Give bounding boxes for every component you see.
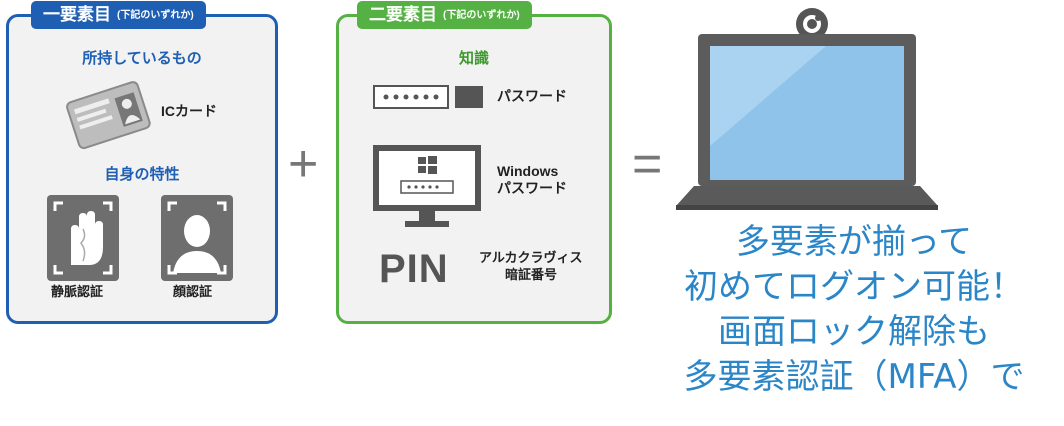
vein-hand-icon — [47, 195, 119, 281]
windows-password-label: Windows パスワード — [497, 163, 567, 197]
second-factor-tab: 二要素目 (下記のいずれか) — [357, 1, 532, 29]
first-factor-tab: 一要素目 (下記のいずれか) — [31, 1, 206, 29]
password-field-icon — [373, 85, 483, 109]
face-label: 顔認証 — [173, 284, 213, 299]
equals-sign: = — [632, 135, 663, 193]
vein-label: 静脈認証 — [51, 284, 104, 299]
pin-label-line1: アルカクラヴィス — [479, 250, 583, 265]
plus-sign: + — [288, 135, 319, 193]
caption-line1: 多要素が揃って — [735, 222, 973, 262]
windows-monitor-icon — [373, 145, 481, 227]
second-factor-note: (下記のいずれか) — [443, 10, 520, 21]
pin-label-line2: 暗証番号 — [505, 267, 558, 282]
first-factor-title: 一要素目 — [43, 5, 111, 24]
caption-line4: 多要素認証（MFA）で — [683, 357, 1025, 397]
windows-password-line2: パスワード — [497, 180, 567, 196]
face-icon — [161, 195, 233, 281]
caption-line2: 初めてログオン可能！ — [684, 267, 1024, 307]
ic-card-label: ICカード — [161, 103, 217, 119]
inherence-heading: 自身の特性 — [104, 166, 180, 183]
possession-heading: 所持しているもの — [82, 50, 202, 67]
second-factor-panel: 二要素目 (下記のいずれか) 知識 パスワード Windows パスワード PIN… — [336, 1, 612, 324]
laptop-icon — [676, 8, 938, 210]
first-factor-panel: 一要素目 (下記のいずれか) 所持しているもの ICカード 自身の特性 静脈認証 — [6, 1, 278, 324]
first-factor-note: (下記のいずれか) — [117, 10, 194, 21]
pin-text: PIN — [379, 247, 449, 291]
caption: 多要素が揃って 初めてログオン可能！ 画面ロック解除も 多要素認証（MFA）で — [652, 220, 1056, 400]
pin-label: アルカクラヴィス 暗証番号 — [479, 249, 582, 283]
caption-line3: 画面ロック解除も — [718, 312, 990, 352]
ic-card-icon — [66, 81, 151, 150]
windows-password-line1: Windows — [497, 163, 559, 179]
password-label: パスワード — [497, 88, 567, 104]
second-factor-title: 二要素目 — [369, 5, 437, 24]
knowledge-heading: 知識 — [458, 50, 489, 67]
